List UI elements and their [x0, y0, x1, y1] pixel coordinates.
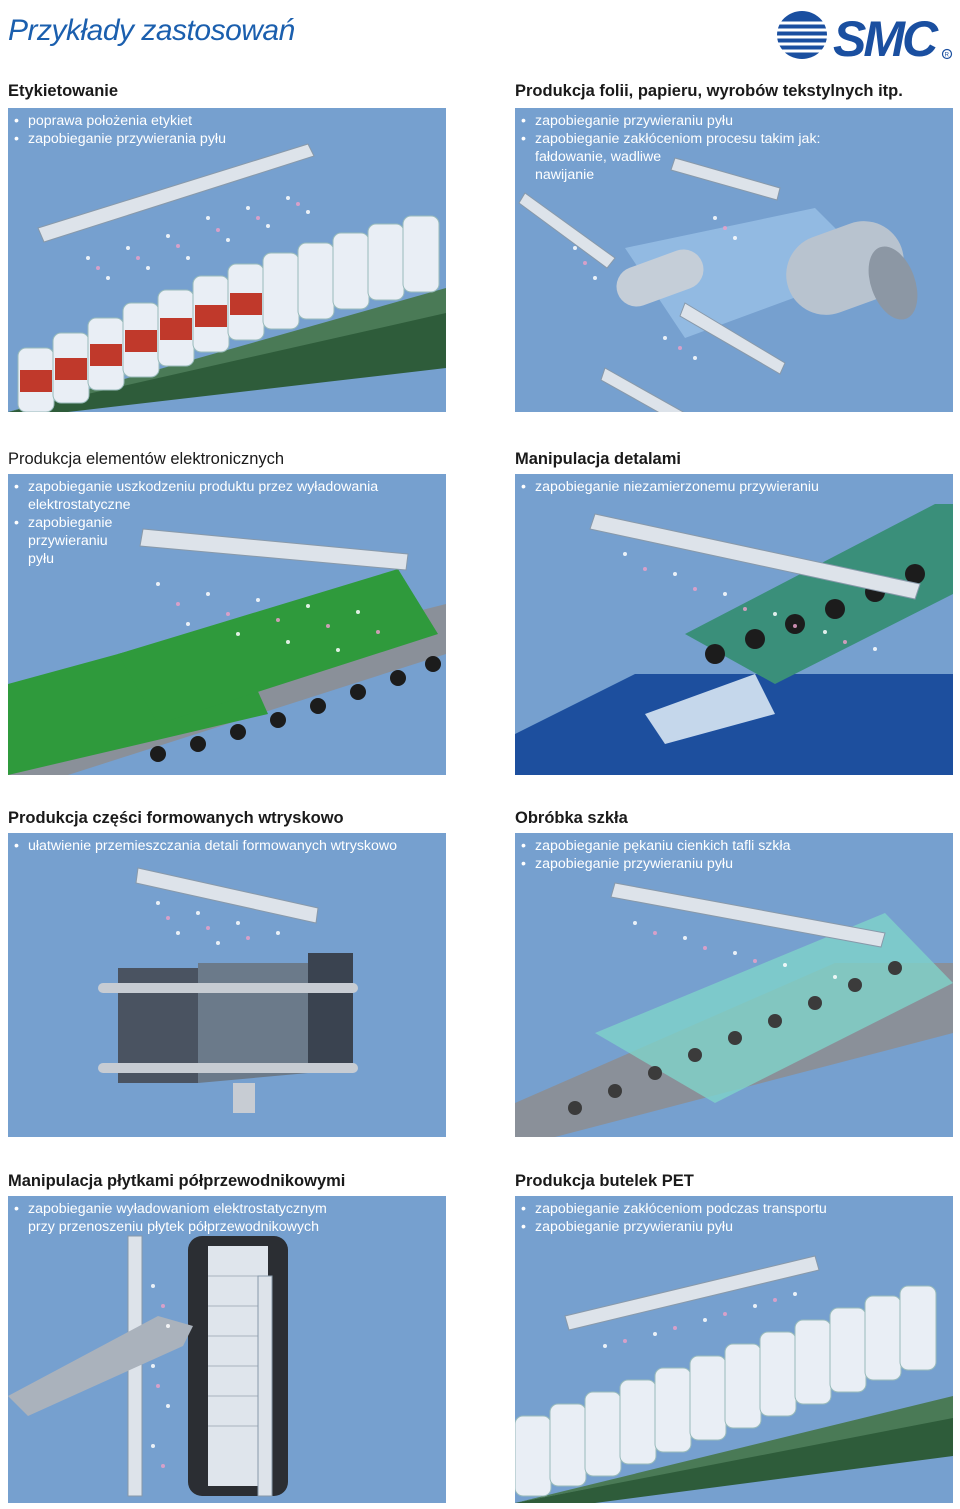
application-illustration: ułatwienie przemieszczania detali formow… [8, 833, 446, 1137]
bullet-item: zapobieganie uszkodzeniu produktu przez … [14, 478, 378, 514]
application-illustration: zapobieganie pękaniu cienkich tafli szkł… [515, 833, 953, 1137]
panel-glass: Obróbka szkła zapobieganie pękaniu cienk… [515, 807, 953, 1137]
panel-handling: Manipulacja detalami zapobieganie niezam… [515, 448, 953, 775]
bullet-item: zapobieganie przywieraniu pyłu [14, 514, 378, 568]
application-illustration: zapobieganie przywieraniu pyłu zapobiega… [515, 108, 953, 412]
bullet-item: zapobieganie pękaniu cienkich tafli szkł… [521, 837, 791, 855]
panel-electronics: Produkcja elementów elektronicznych zapo… [8, 448, 446, 775]
panel-labeling: Etykietowanie poprawa położenia etykiet … [8, 80, 446, 412]
panel-foil: Produkcja folii, papieru, wyrobów teksty… [515, 80, 953, 412]
panel-title: Etykietowanie [8, 82, 119, 100]
panel-title: Manipulacja płytkami półprzewodnikowymi [8, 1172, 346, 1190]
smc-logo: SMC R [775, 8, 955, 67]
application-illustration: zapobieganie uszkodzeniu produktu przez … [8, 474, 446, 775]
bullet-item: zapobieganie niezamierzonemu przywierani… [521, 478, 819, 496]
bullet-item: zapobieganie zakłóceniom procesu takim j… [521, 130, 820, 184]
application-illustration: poprawa położenia etykiet zapobieganie p… [8, 108, 446, 412]
bullet-item: zapobieganie zakłóceniom podczas transpo… [521, 1200, 827, 1218]
bullet-item: zapobieganie przywieraniu pyłu [521, 855, 791, 873]
panel-title: Produkcja elementów elektronicznych [8, 450, 285, 468]
panel-title: Manipulacja detalami [515, 450, 681, 468]
application-illustration: zapobieganie niezamierzonemu przywierani… [515, 474, 953, 775]
page-title: Przykłady zastosowań [8, 14, 295, 47]
application-illustration: zapobieganie wyładowaniom elektrostatycz… [8, 1196, 446, 1503]
panel-pet: Produkcja butelek PET zapobieganie zakłó… [515, 1170, 953, 1503]
panel-wafer: Manipulacja płytkami półprzewodnikowymi … [8, 1170, 446, 1503]
panel-title: Produkcja butelek PET [515, 1172, 694, 1190]
bullet-item: ułatwienie przemieszczania detali formow… [14, 837, 397, 855]
panel-title: Produkcja folii, papieru, wyrobów teksty… [515, 82, 903, 100]
panel-title: Produkcja części formowanych wtryskowo [8, 809, 344, 827]
panel-molding: Produkcja części formowanych wtryskowo u… [8, 807, 446, 1137]
bullet-item: zapobieganie przywierania pyłu [14, 130, 226, 148]
application-illustration: zapobieganie zakłóceniom podczas transpo… [515, 1196, 953, 1503]
svg-text:SMC: SMC [833, 11, 939, 64]
panel-title: Obróbka szkła [515, 809, 628, 827]
bullet-item: zapobieganie przywieraniu pyłu [521, 1218, 827, 1236]
bullet-item: zapobieganie wyładowaniom elektrostatycz… [14, 1200, 327, 1236]
svg-text:R: R [945, 53, 950, 59]
bullet-item: zapobieganie przywieraniu pyłu [521, 112, 820, 130]
bullet-item: poprawa położenia etykiet [14, 112, 226, 130]
